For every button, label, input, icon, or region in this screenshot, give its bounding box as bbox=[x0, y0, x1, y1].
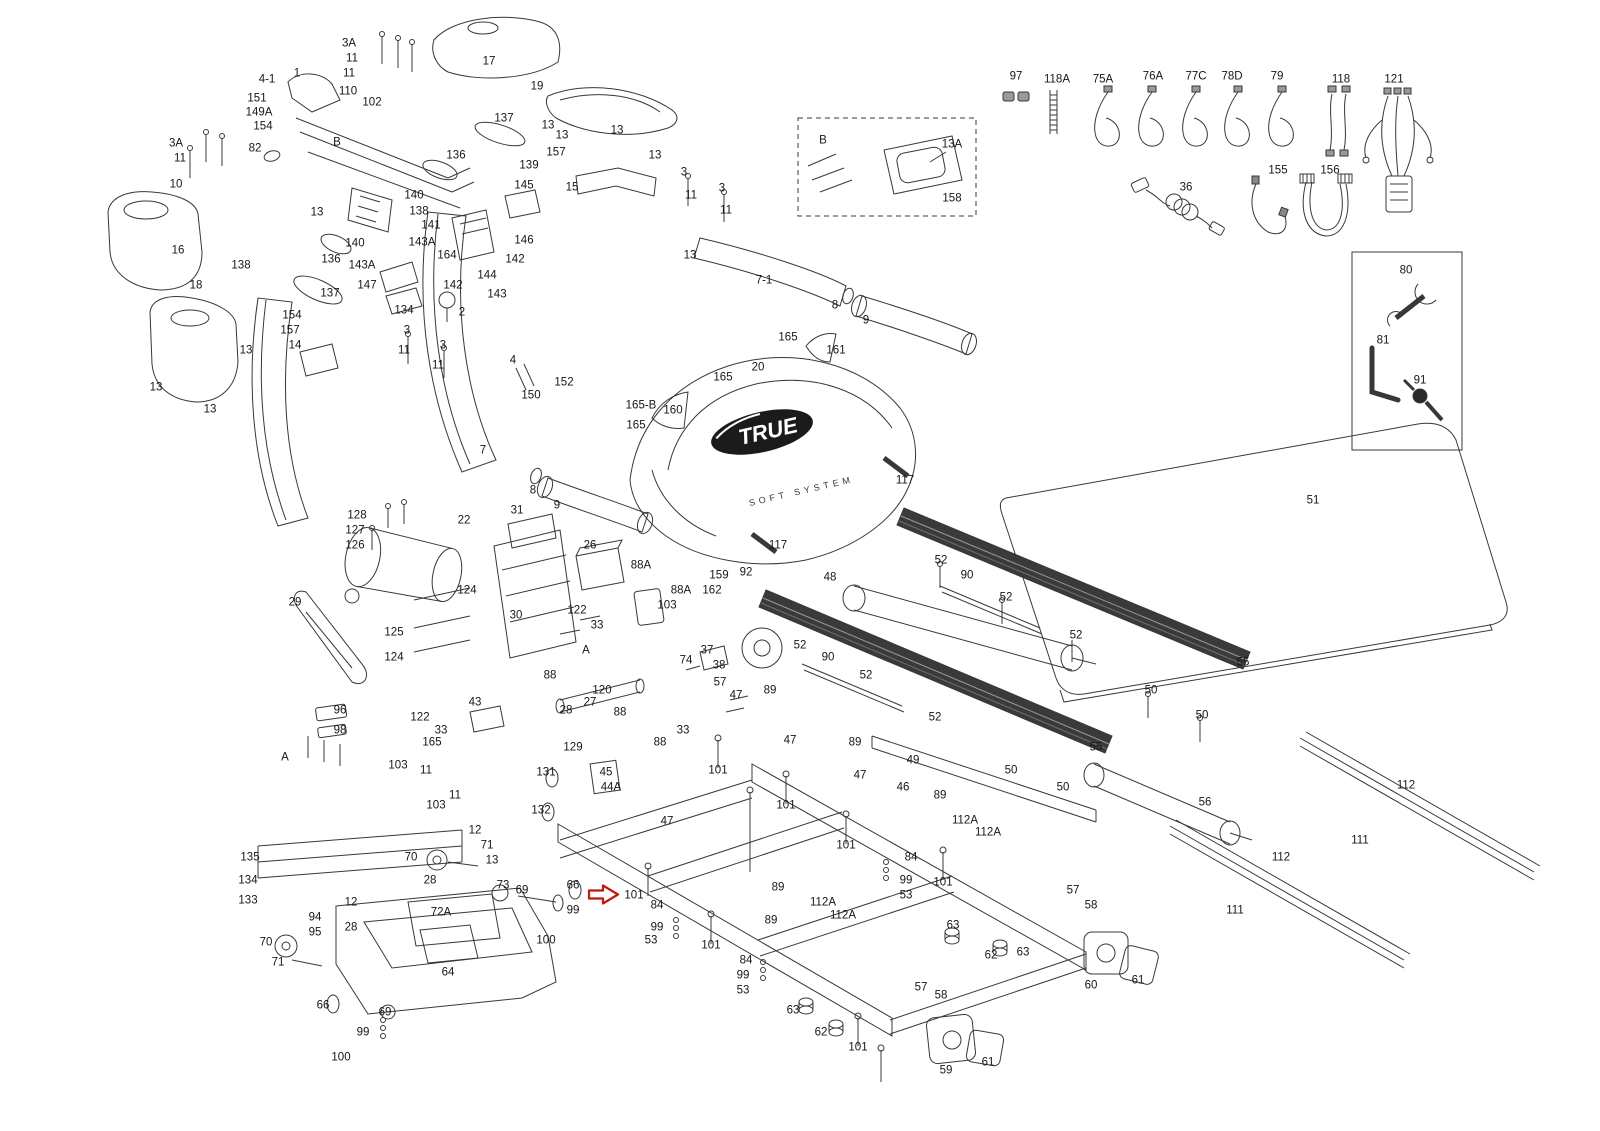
brand-logo: TRUE bbox=[711, 409, 813, 455]
highlight-arrow-shape bbox=[587, 884, 620, 905]
console-assembly bbox=[107, 16, 727, 403]
deck-and-rails bbox=[741, 422, 1541, 969]
brand-tagline-text: SOFT SYSTEM bbox=[748, 474, 855, 508]
cables-accessories bbox=[1002, 85, 1434, 237]
motor-drive-assembly bbox=[293, 499, 665, 684]
uprights bbox=[251, 211, 977, 535]
motor-hood: TRUE SOFT SYSTEM bbox=[629, 333, 917, 565]
frame-assembly bbox=[257, 645, 1159, 1082]
inset-detail-b bbox=[797, 117, 977, 217]
tool-kit-box bbox=[1351, 251, 1463, 451]
highlight-arrow bbox=[587, 884, 621, 911]
